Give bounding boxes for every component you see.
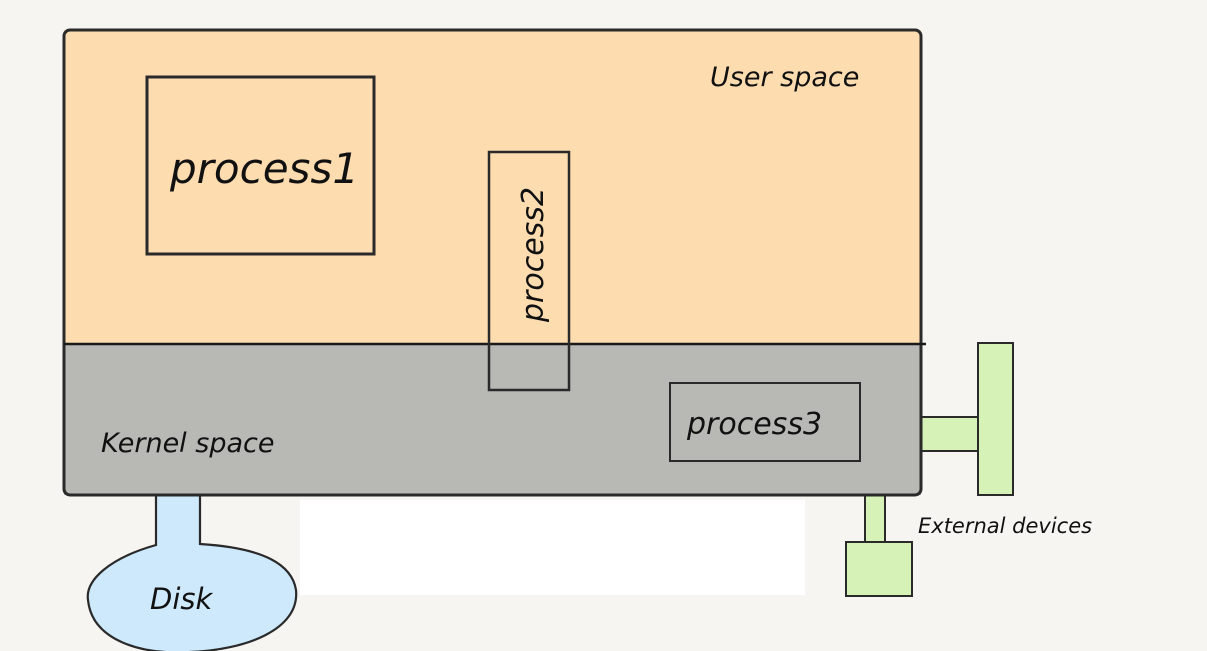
process1-box <box>145 75 376 256</box>
system-box-outline <box>62 28 923 497</box>
paper-highlight <box>300 500 805 595</box>
system-box <box>62 28 926 497</box>
external-device-bottom-stub <box>864 489 886 549</box>
disk-shape <box>86 492 298 651</box>
kernel-space-label: Kernel space <box>101 428 274 459</box>
external-device-side-plug <box>977 342 1014 496</box>
kernel-space-region <box>64 345 921 495</box>
external-device-connector <box>845 342 1014 597</box>
process2-box <box>487 150 571 392</box>
process2-label: process2 <box>516 187 551 323</box>
external-device-side-stub <box>911 416 985 452</box>
process3-label: process3 <box>686 407 822 442</box>
process1-label: process1 <box>169 144 359 193</box>
user-space-label: User space <box>710 62 859 93</box>
disk-label: Disk <box>150 582 213 616</box>
user-space-region <box>64 30 921 345</box>
external-device-bottom-plug <box>845 541 913 597</box>
external-devices-label: External devices <box>918 514 1092 538</box>
process3-box <box>669 382 861 462</box>
